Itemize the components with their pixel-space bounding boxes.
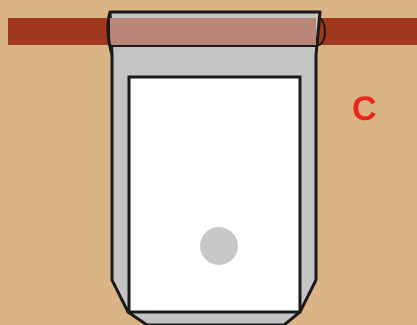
rod-left-segment [8, 18, 112, 45]
corner-label: C [352, 90, 377, 128]
rod-right-segment [314, 18, 417, 45]
dot-marker [200, 227, 238, 265]
rod-through-sleeve [110, 18, 316, 45]
panel-window [127, 75, 302, 314]
sleeve-left-edge [106, 11, 114, 56]
